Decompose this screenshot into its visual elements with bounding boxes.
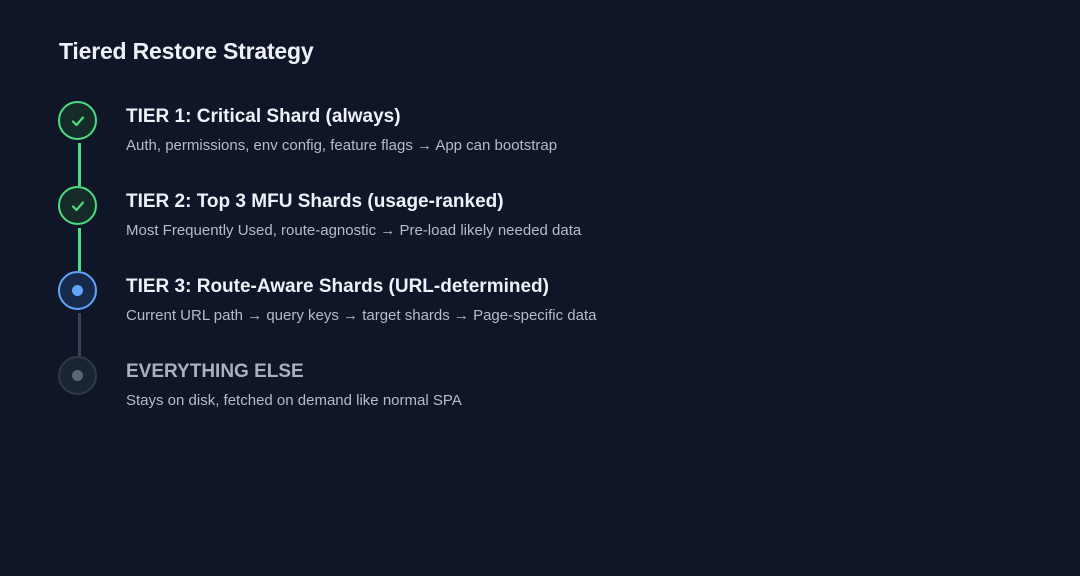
tier-3-status-node	[58, 271, 97, 310]
check-icon	[71, 200, 84, 211]
timeline-connector	[78, 228, 81, 271]
page-title: Tiered Restore Strategy	[59, 38, 314, 64]
check-icon	[71, 115, 84, 126]
tier-1-status-node	[58, 101, 97, 140]
tier-4-title: EVERYTHING ELSE	[126, 361, 304, 382]
tier-1-title: TIER 1: Critical Shard (always)	[126, 106, 401, 127]
timeline-connector	[78, 143, 81, 186]
timeline-connector	[78, 313, 81, 356]
tier-2-status-node	[58, 186, 97, 225]
tier-4-status-node	[58, 356, 97, 395]
tier-3-description: Current URL path → query keys → target s…	[126, 307, 597, 324]
active-dot-icon	[72, 285, 83, 296]
tier-2-description: Most Frequently Used, route-agnostic → P…	[126, 222, 582, 239]
tier-3-title: TIER 3: Route-Aware Shards (URL-determin…	[126, 276, 549, 297]
tier-4-description: Stays on disk, fetched on demand like no…	[126, 392, 462, 409]
pending-dot-icon	[72, 370, 83, 381]
tier-2-title: TIER 2: Top 3 MFU Shards (usage-ranked)	[126, 191, 504, 212]
tier-1-description: Auth, permissions, env config, feature f…	[126, 137, 558, 154]
